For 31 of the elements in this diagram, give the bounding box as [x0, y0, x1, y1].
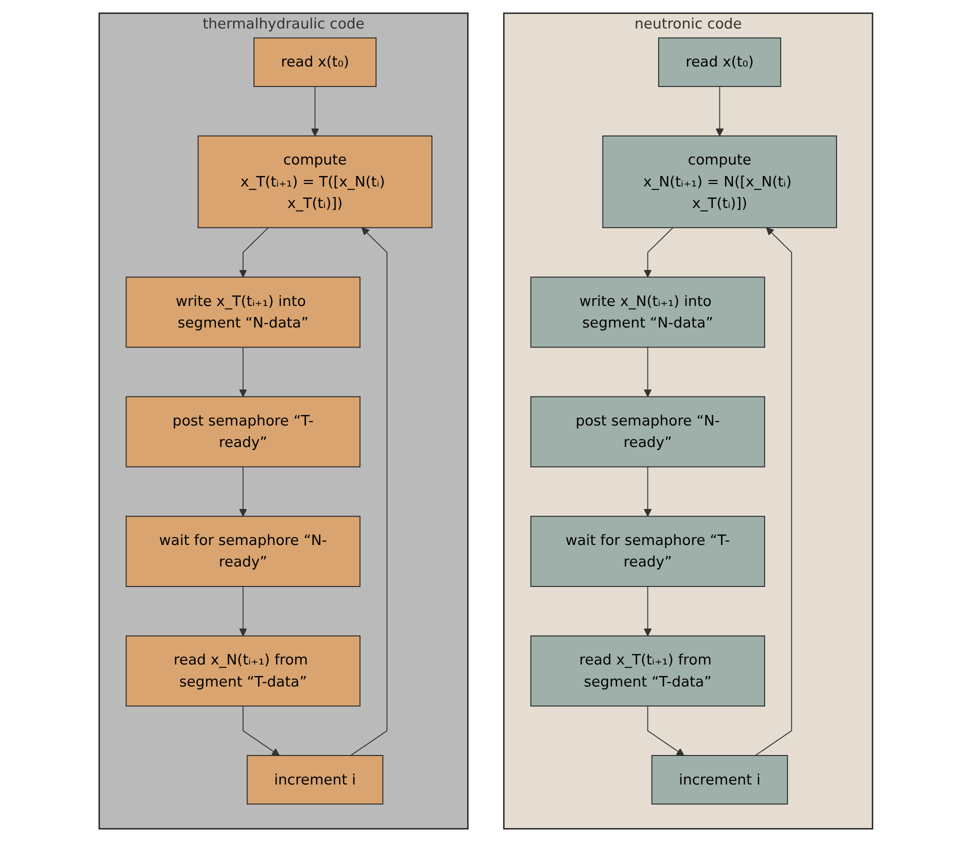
node-box	[530, 515, 766, 586]
arrow	[644, 226, 674, 277]
node-box	[126, 634, 361, 706]
node-box	[530, 634, 766, 706]
arrow	[647, 705, 684, 756]
cluster	[503, 12, 874, 829]
arrow	[311, 86, 320, 136]
node-box	[246, 754, 384, 804]
node-box	[530, 276, 766, 348]
arrow	[754, 226, 792, 756]
arrow	[239, 226, 269, 277]
arrow	[242, 705, 280, 756]
node-box	[652, 754, 788, 804]
node-box	[658, 36, 782, 86]
cluster	[98, 12, 469, 829]
node-box	[126, 515, 361, 586]
arrow	[716, 86, 724, 136]
node-box	[254, 36, 377, 86]
node-box	[198, 135, 432, 228]
node-box	[126, 396, 361, 467]
flowchart: thermalhydraulic code read x(t₀) compute x_T(tᵢ₊₁) = T([x_N(tᵢ) x_T(tᵢ)]) write x_T(tᵢ₊₁) into segment “N-data” post semaphore “T-ready” wait for semaphore “N-ready” read x_N(tᵢ₊₁) from segment “T-data” increment i neutronic code read x(t₀) compute x_N(tᵢ₊₁) = N([x_N(tᵢ) x_T(tᵢ)]) write x_N(tᵢ₊₁) into segment “N-data” post semaphore “N-ready” wait for semaphore “T-ready” read x_T(tᵢ₊₁) from segment “T-data” increment i	[92, 6, 880, 836]
arrow	[239, 466, 248, 516]
arrow	[239, 586, 248, 636]
node-box	[530, 396, 766, 467]
node-box	[602, 135, 838, 228]
arrow	[644, 586, 652, 636]
arrow	[239, 346, 248, 397]
node-box	[126, 276, 361, 348]
arrow	[350, 226, 388, 756]
arrow	[644, 466, 652, 516]
arrow	[644, 346, 652, 397]
